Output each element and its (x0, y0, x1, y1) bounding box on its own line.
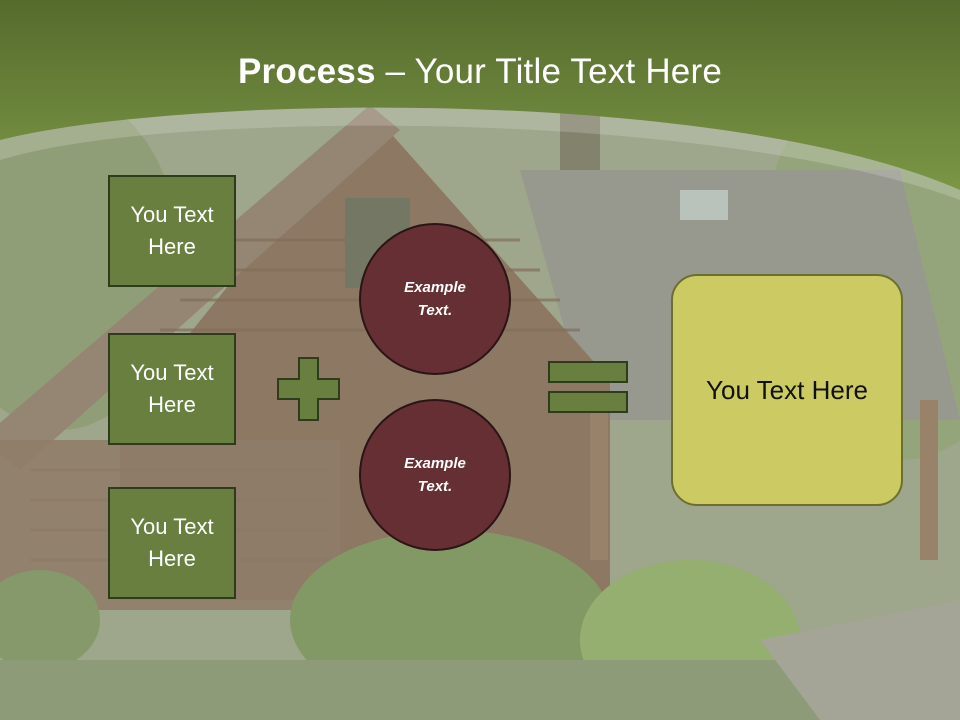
example-circle-1: Example Text. (359, 223, 511, 375)
header-band (0, 0, 960, 200)
slide-title: Process – Your Title Text Here (0, 52, 960, 92)
input-box-3: You Text Here (108, 487, 236, 599)
input-box-2-text: You Text Here (130, 360, 214, 417)
equals-icon (548, 361, 628, 413)
plus-icon (277, 357, 340, 421)
input-box-1: You Text Here (108, 175, 236, 287)
example-circle-2: Example Text. (359, 399, 511, 551)
example-circle-2-text: Example Text. (404, 455, 466, 495)
result-box: You Text Here (671, 274, 903, 506)
input-box-2: You Text Here (108, 333, 236, 445)
input-box-1-text: You Text Here (130, 202, 214, 259)
input-box-3-text: You Text Here (130, 514, 214, 571)
example-circle-1-text: Example Text. (404, 279, 466, 319)
title-rest: – Your Title Text Here (375, 52, 722, 91)
title-bold: Process (238, 52, 376, 91)
result-box-text: You Text Here (706, 374, 868, 405)
